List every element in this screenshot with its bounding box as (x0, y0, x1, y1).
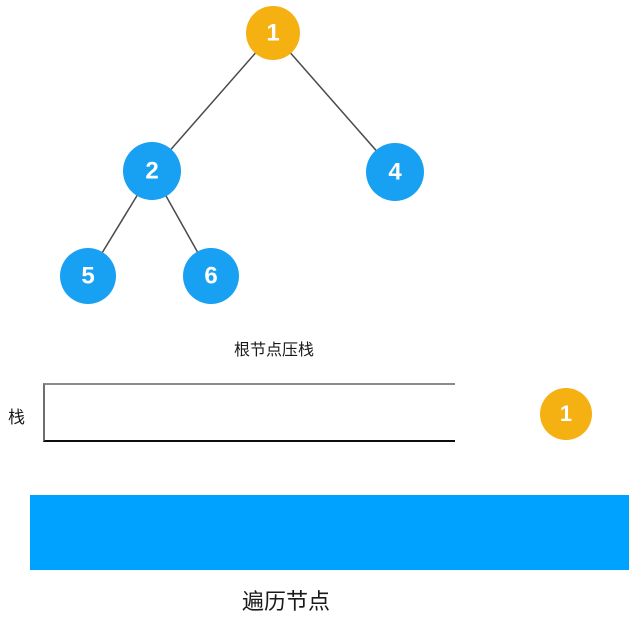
tree-node-circle-6 (183, 248, 239, 304)
tree-edge-1-2 (151, 32, 274, 172)
binary-tree-diagram: 1 2 4 5 6 (60, 6, 424, 304)
traverse-bar (30, 495, 629, 570)
tree-node-label-2: 2 (145, 158, 158, 185)
tree-node-4: 4 (366, 143, 424, 201)
tree-node-circle-5 (60, 248, 116, 304)
tree-node-label-4: 4 (388, 159, 402, 186)
tree-edge-1-4 (272, 32, 396, 173)
stack-box (43, 383, 455, 442)
tree-node-1: 1 (246, 6, 300, 60)
tree-node-circle-1 (246, 6, 300, 60)
traverse-caption: 遍历节点 (241, 589, 331, 614)
pending-node-1: 1 (540, 388, 592, 440)
tree-node-5: 5 (60, 248, 116, 304)
tree-node-circle-4 (366, 143, 424, 201)
stack-label: 栈 (8, 408, 25, 427)
tree-node-6: 6 (183, 248, 239, 304)
stack-caption: 根节点压栈 (233, 342, 315, 359)
tree-node-label-5: 5 (81, 263, 94, 290)
tree-node-label-6: 6 (204, 263, 217, 290)
tree-node-2: 2 (123, 142, 181, 200)
tree-node-label-1: 1 (266, 20, 279, 47)
tree-node-circle-2 (123, 142, 181, 200)
